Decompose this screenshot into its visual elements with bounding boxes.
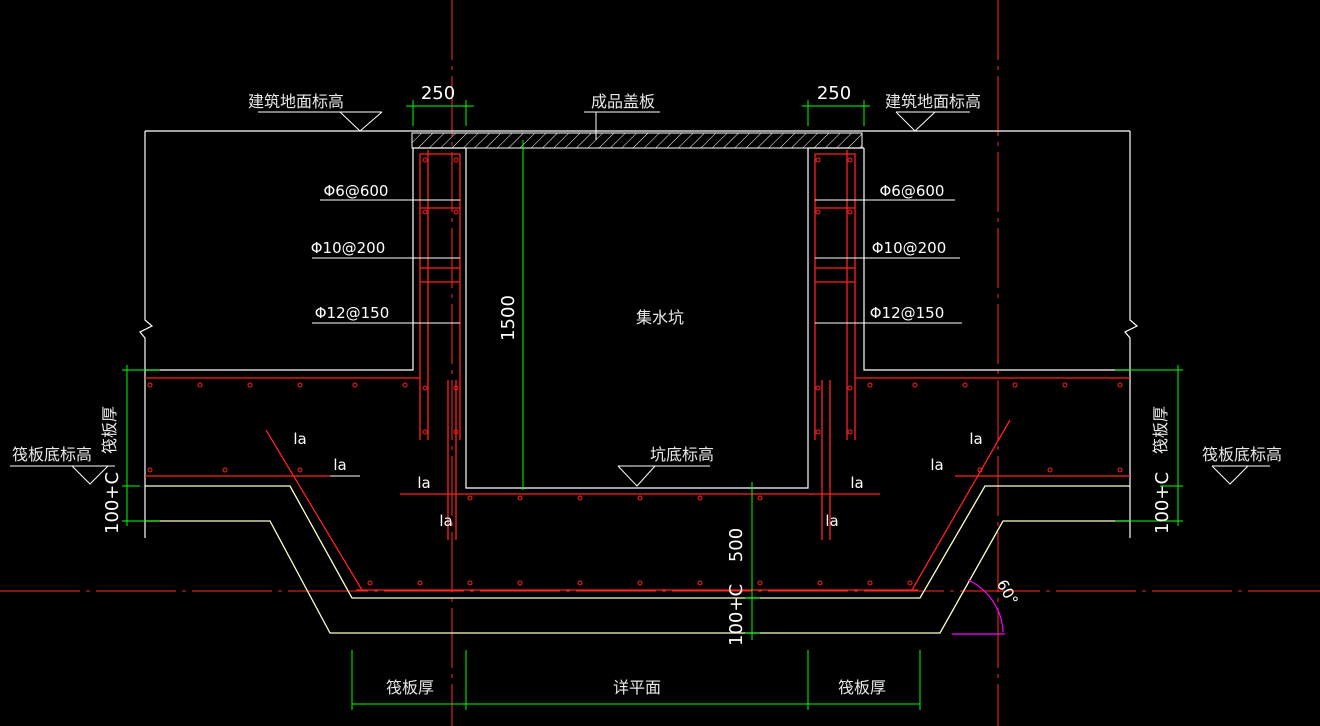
- pit-name-label: 集水坑: [636, 308, 684, 327]
- la-label-1: la: [293, 430, 306, 448]
- rebar: [145, 150, 1130, 591]
- dim-1500: 1500: [498, 295, 519, 341]
- raft-bottom-left-label: 筏板底标高: [12, 445, 92, 464]
- rebar-dots: [147, 157, 1123, 586]
- dimension-lines: [122, 100, 1183, 710]
- la-label-6: la: [825, 512, 838, 530]
- rebar-right-1: Φ6@600: [880, 182, 945, 200]
- angle-marker: [952, 579, 1005, 635]
- rebar-left-1: Φ6@600: [324, 182, 389, 200]
- ground-right-label: 建筑地面标高: [885, 92, 981, 111]
- rebar-right-2: Φ10@200: [872, 239, 947, 257]
- raft-thick-left-vertical: 筏板厚: [100, 406, 119, 454]
- dim-100c-right: 100+C: [1152, 472, 1173, 534]
- elevation-marks: [10, 111, 1270, 487]
- dim-500: 500: [726, 528, 747, 562]
- la-label-8: la: [969, 430, 982, 448]
- bottom-mid-label: 详平面: [613, 678, 661, 697]
- dim-100c-left: 100+C: [102, 472, 123, 534]
- pit-bottom-label: 坑底标高: [650, 445, 714, 464]
- la-label-3: la: [417, 474, 430, 492]
- la-label-2: la: [333, 456, 346, 474]
- bottom-left-label: 筏板厚: [386, 678, 434, 697]
- dim-right-250: 250: [817, 83, 851, 104]
- bottom-right-label: 筏板厚: [838, 678, 886, 697]
- dim-100c-mid: 100+C: [726, 584, 747, 646]
- ground-left-label: 建筑地面标高: [248, 92, 344, 111]
- cover-label: 成品盖板: [591, 92, 655, 111]
- raft-bottom-right-label: 筏板底标高: [1202, 445, 1282, 464]
- rebar-left-2: Φ10@200: [311, 239, 386, 257]
- raft-bottom-outline: [145, 485, 1130, 634]
- raft-thick-right-vertical: 筏板厚: [1151, 406, 1170, 454]
- cover-plate: [411, 132, 863, 149]
- angle-label: 60°: [993, 576, 1022, 608]
- dim-left-250: 250: [421, 83, 455, 104]
- la-label-7: la: [930, 456, 943, 474]
- rebar-left-3: Φ12@150: [315, 304, 390, 322]
- la-label-4: la: [439, 512, 452, 530]
- rebar-right-3: Φ12@150: [870, 304, 945, 322]
- la-label-5: la: [850, 474, 863, 492]
- concrete-outline: [139, 130, 1139, 538]
